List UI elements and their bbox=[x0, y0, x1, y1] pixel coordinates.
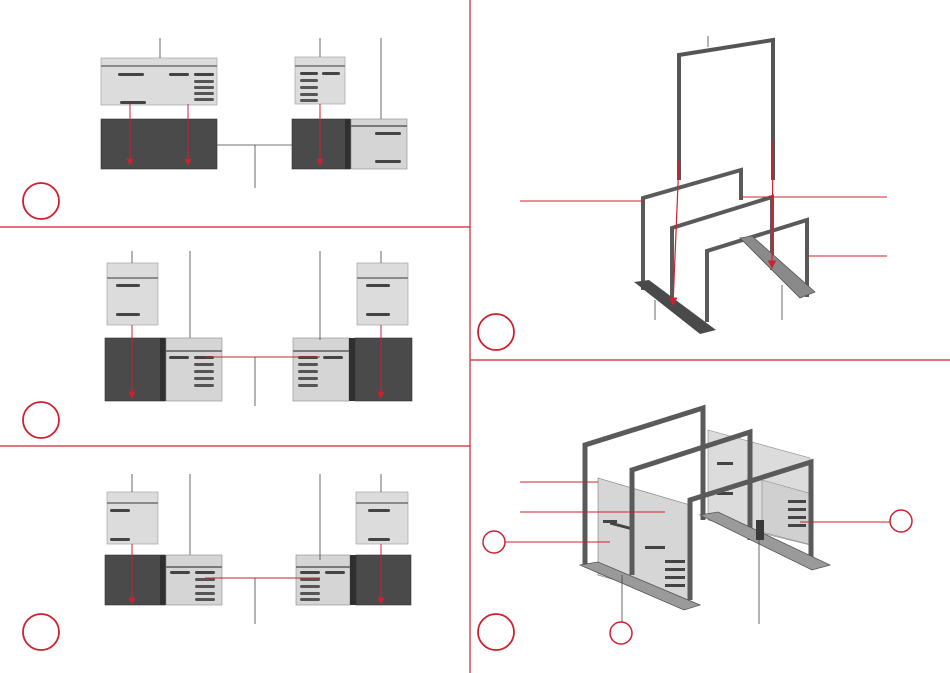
wall-panel-left-b bbox=[105, 555, 222, 605]
step-2-panel bbox=[23, 251, 412, 438]
window-sheet-right-b bbox=[356, 492, 408, 544]
step-5-circle bbox=[478, 614, 514, 650]
step-3-panel bbox=[23, 474, 411, 650]
window-sheet-small bbox=[295, 57, 345, 104]
window-sheet-wide bbox=[101, 58, 217, 105]
wall-panel-dark bbox=[101, 119, 217, 169]
wall-panel-right-b bbox=[296, 555, 411, 605]
wall-panel-combined bbox=[292, 119, 407, 169]
step-2-circle bbox=[23, 402, 59, 438]
step-4-circle bbox=[478, 314, 514, 350]
window-sheet-left-b bbox=[107, 492, 158, 544]
window-sheet-right bbox=[357, 263, 408, 325]
base-rails bbox=[634, 236, 815, 334]
step-1-circle bbox=[23, 183, 59, 219]
callout-circle-left bbox=[483, 531, 505, 553]
window-sheet-left bbox=[107, 263, 158, 325]
top-frame bbox=[679, 40, 773, 180]
wall-panel-right bbox=[293, 338, 412, 401]
step-3-circle bbox=[23, 614, 59, 650]
step-4-panel bbox=[478, 36, 887, 350]
callout-circle-right bbox=[890, 510, 912, 532]
callout-circle-bottom bbox=[610, 622, 632, 644]
step-5-panel bbox=[478, 408, 912, 650]
wall-panel-left bbox=[105, 338, 222, 401]
step-1-panel bbox=[23, 38, 407, 219]
